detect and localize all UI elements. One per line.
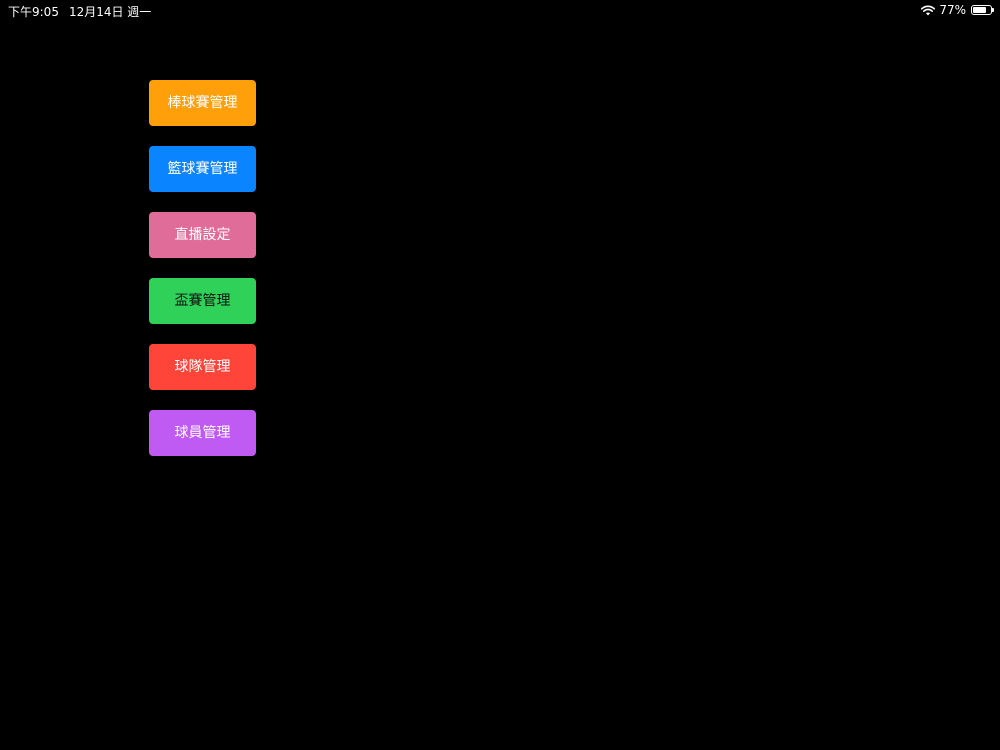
status-bar: 下午9:05 12月14日 週一 77%: [0, 0, 1000, 20]
team-management-button[interactable]: 球隊管理: [149, 344, 256, 390]
battery-icon: [971, 5, 994, 15]
baseball-management-button[interactable]: 棒球賽管理: [149, 80, 256, 126]
player-management-button[interactable]: 球員管理: [149, 410, 256, 456]
live-stream-settings-button[interactable]: 直播設定: [149, 212, 256, 258]
basketball-management-button[interactable]: 籃球賽管理: [149, 146, 256, 192]
status-time: 下午9:05: [8, 5, 59, 19]
battery-percent: 77%: [939, 3, 966, 17]
main-menu: 棒球賽管理 籃球賽管理 直播設定 盃賽管理 球隊管理 球員管理: [149, 80, 256, 456]
status-right: 77%: [921, 3, 994, 17]
battery-tip: [992, 8, 994, 12]
status-date: 12月14日 週一: [68, 5, 152, 19]
battery-fill: [973, 7, 986, 13]
status-left: 下午9:05 12月14日 週一: [8, 3, 151, 20]
cup-management-button[interactable]: 盃賽管理: [149, 278, 256, 324]
wifi-icon: [921, 5, 936, 15]
